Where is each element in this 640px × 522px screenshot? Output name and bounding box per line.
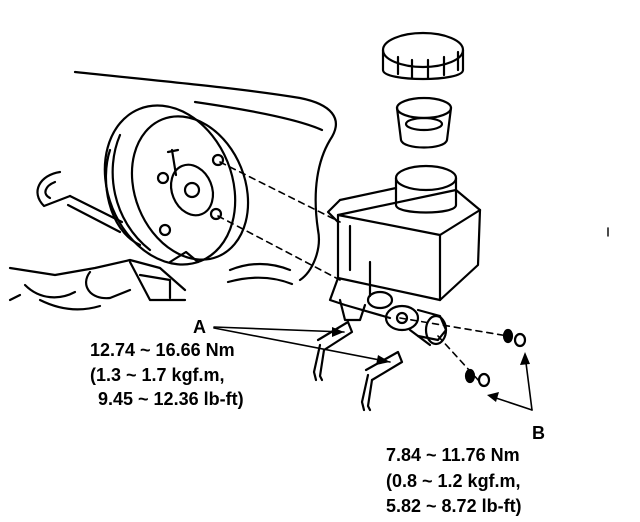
push-rod-linkage	[36, 170, 124, 234]
mounting-nuts-b	[464, 328, 527, 388]
reservoir-cap	[381, 31, 465, 81]
callout-a-torque-kgfm: (1.3 ~ 1.7 kgf.m,	[90, 365, 225, 385]
callout-b-torque-lbft: 5.82 ~ 8.72 lb-ft)	[386, 496, 522, 516]
reservoir-strainer	[395, 96, 453, 149]
callout-a-letter: A	[193, 317, 206, 337]
callout-b-torque-kgfm: (0.8 ~ 1.2 kgf.m,	[386, 471, 521, 491]
master-cylinder	[328, 260, 448, 347]
callout-a-torque-nm: 12.74 ~ 16.66 Nm	[90, 340, 235, 360]
callout-a-arrowheads	[332, 327, 390, 365]
callout-b-arrowheads	[487, 352, 530, 402]
fluid-reservoir	[326, 164, 482, 302]
brake-booster	[103, 104, 250, 266]
alignment-lines	[217, 161, 509, 383]
callout-a-leaders	[213, 326, 391, 363]
brake-line-fittings-a	[312, 320, 404, 412]
engine-bay-components	[8, 250, 294, 311]
callout-b-letter: B	[532, 423, 545, 443]
callout-b-torque-nm: 7.84 ~ 11.76 Nm	[386, 445, 520, 465]
callout-a-torque-lbft: 9.45 ~ 12.36 lb-ft)	[98, 389, 244, 409]
vehicle-body-outline	[73, 70, 337, 282]
